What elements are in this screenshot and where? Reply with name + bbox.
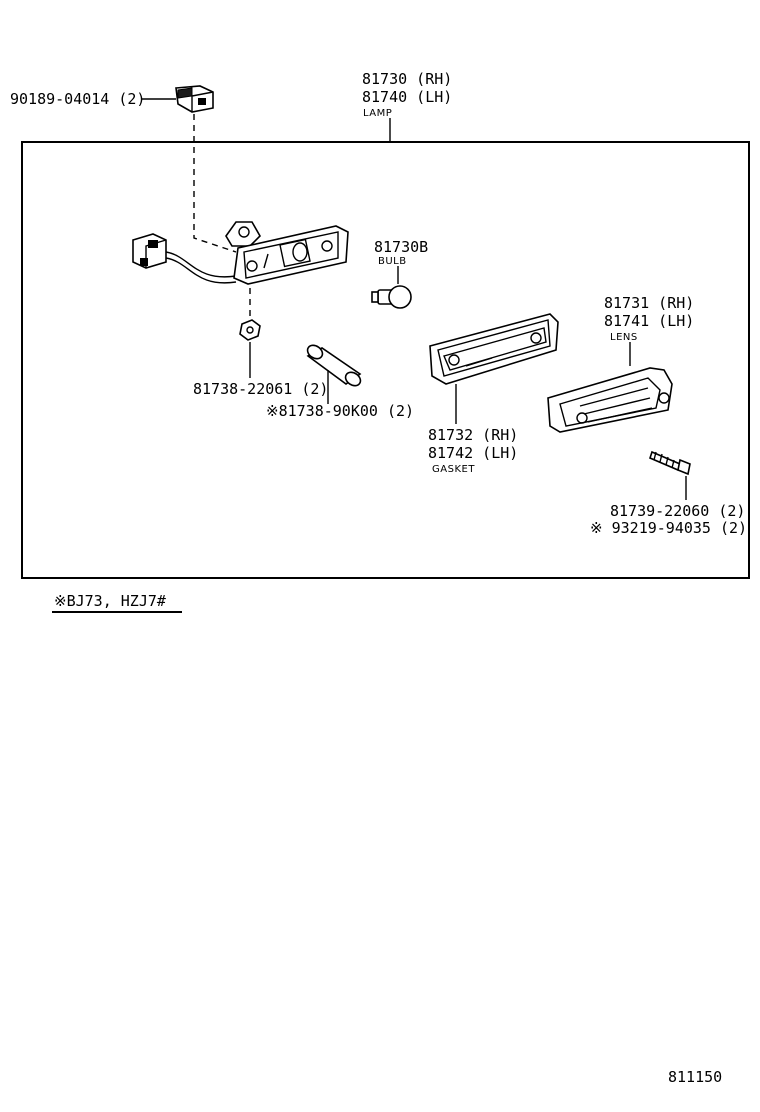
lamp-lh-part-number: 81740 (LH) (362, 88, 452, 106)
nut-icon (239, 319, 261, 341)
gasket-lh-part-number: 81742 (LH) (428, 444, 518, 462)
collar-icon (306, 344, 362, 387)
lamp-housing-icon (132, 221, 349, 285)
clip-icon (175, 85, 214, 113)
collar-part-number: ※81738-90K00 (2) (266, 402, 414, 420)
lens-name-label: LENS (610, 332, 638, 343)
lens-lh-part-number: 81741 (LH) (604, 312, 694, 330)
application-note: ※BJ73, HZJ7# (54, 592, 166, 610)
clip-dashed-leader (193, 114, 237, 253)
screw-alt-part-number: ※ 93219-94035 (2) (590, 519, 747, 537)
lamp-name-label: LAMP (363, 108, 392, 119)
screw-icon (649, 450, 691, 476)
gasket-name-label: GASKET (432, 464, 475, 475)
lamp-rh-part-number: 81730 (RH) (362, 70, 452, 88)
clip-part-number: 90189-04014 (2) (10, 90, 145, 108)
bulb-part-number: 81730B (374, 238, 428, 256)
gasket-rh-part-number: 81732 (RH) (428, 426, 518, 444)
bulb-icon (371, 285, 412, 309)
gasket-icon (429, 313, 559, 385)
lens-rh-part-number: 81731 (RH) (604, 294, 694, 312)
nut-part-number: 81738-22061 (2) (193, 380, 328, 398)
bulb-name-label: BULB (378, 256, 407, 267)
screw-part-number: 81739-22060 (2) (610, 502, 745, 520)
assembly-frame (21, 141, 750, 579)
lens-icon (547, 367, 673, 433)
diagram-number: 811150 (668, 1068, 722, 1086)
